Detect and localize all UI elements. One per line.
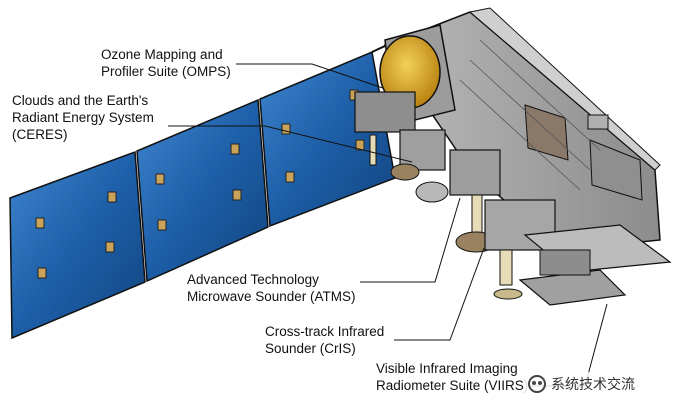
ceres-instrument (369, 129, 449, 203)
cris-leader (394, 247, 485, 341)
wechat-icon (528, 375, 546, 393)
atms-label: Advanced Technology Microwave Sounder (A… (187, 272, 356, 304)
omps-instrument (354, 24, 456, 133)
viirs-label: Visible Infrared Imaging Radiometer Suit… (376, 361, 529, 393)
cris-label: Cross-track Infrared Sounder (CrIS) (265, 324, 385, 356)
omps-leader (236, 63, 384, 89)
solar-panel-1 (9, 150, 146, 340)
watermark-text: 系统技术交流 (551, 377, 635, 393)
atms-leader (360, 197, 461, 283)
spacecraft-bus (383, 7, 661, 251)
ceres-label: Clouds and the Earth's Radiant Energy Sy… (12, 93, 154, 142)
viirs-instrument (518, 224, 672, 306)
watermark: 系统技术交流 (524, 372, 639, 396)
solar-panel-2 (136, 98, 269, 283)
panel-mounts (35, 89, 365, 279)
omps-label: Ozone Mapping and Profiler Suite (OMPS) (101, 47, 231, 79)
radiator-panel (524, 104, 569, 161)
ceres-leader (168, 125, 413, 163)
